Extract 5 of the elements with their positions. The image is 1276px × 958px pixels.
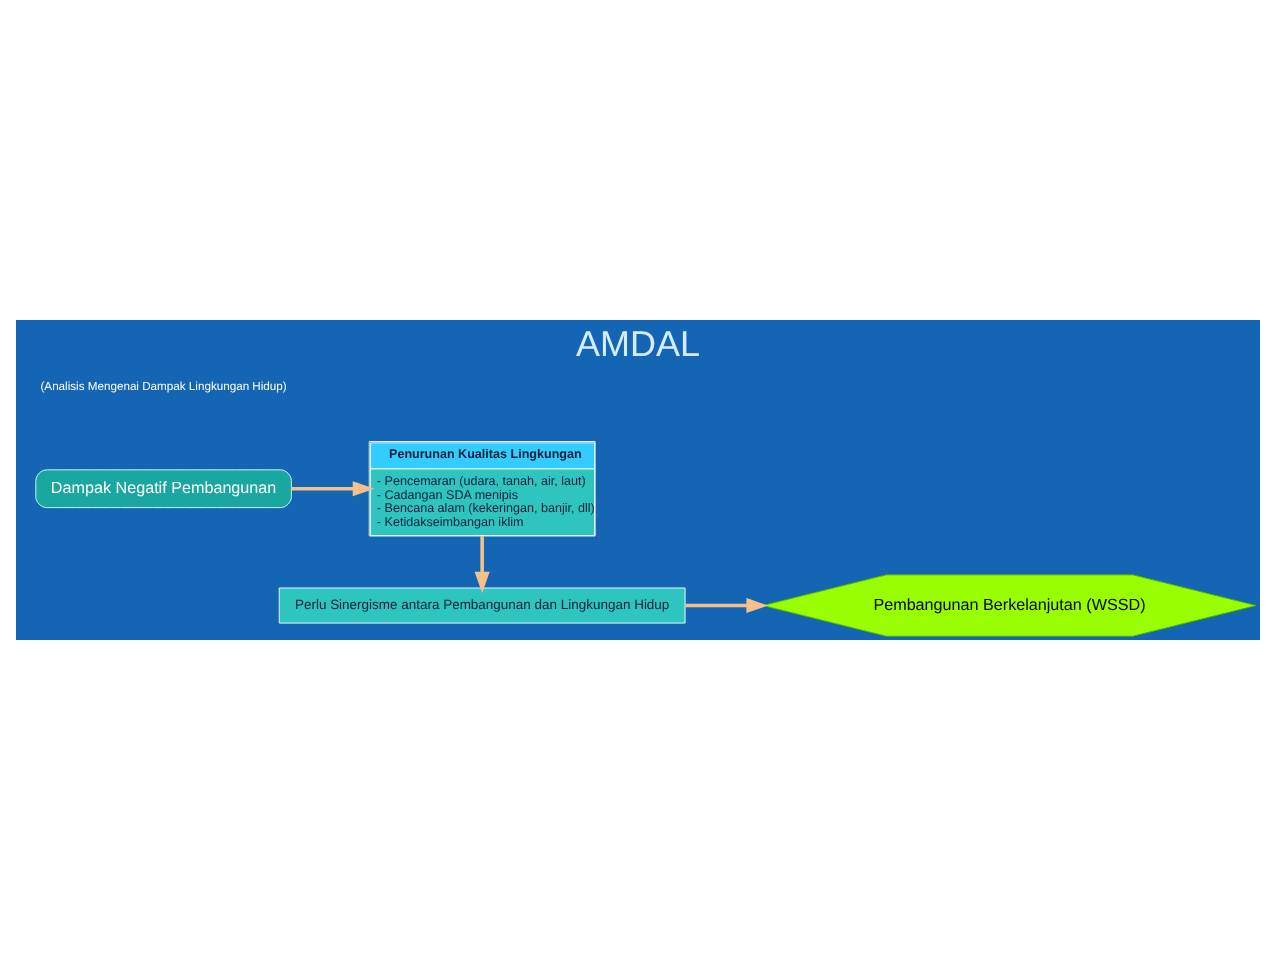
diagram-title: AMDAL	[576, 323, 700, 363]
arrow	[291, 480, 375, 496]
node-box: Dampak Negatif Pembangunan	[35, 468, 292, 508]
arrow	[474, 535, 490, 593]
arrow	[685, 596, 768, 613]
